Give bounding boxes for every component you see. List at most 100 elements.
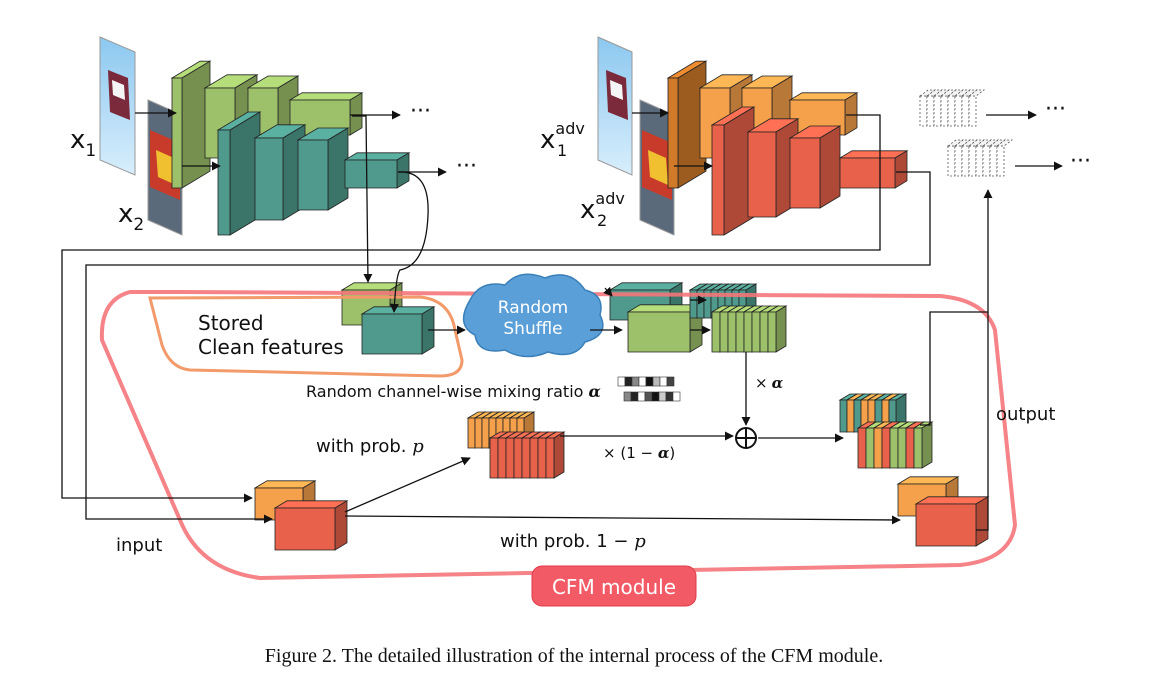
label-x1: x1 xyxy=(70,125,96,161)
alpha-bar-top-3 xyxy=(638,376,647,387)
mixed-bottom-stripe-7-front xyxy=(913,427,923,469)
alpha-bar-bottom-3 xyxy=(644,391,653,402)
white-stack-2-front-4 xyxy=(975,145,984,177)
bypass-red-block xyxy=(914,496,990,547)
orange-output-block-side xyxy=(844,92,858,136)
mixed-bottom-stripe-6-front xyxy=(905,427,915,469)
output-feature-stacks xyxy=(918,89,1014,177)
mixed-bottom-stripe-7 xyxy=(912,421,934,469)
alpha-bar-bottom-2 xyxy=(637,391,646,402)
red-layer-3-front xyxy=(789,137,821,209)
alpha-bar-top-0 xyxy=(617,376,626,387)
mixed-bottom-stripe-4-front xyxy=(889,427,899,469)
teal-output-block xyxy=(343,152,411,189)
white-stack-1-front-4 xyxy=(947,95,956,127)
cfm-module-badge: CFM module xyxy=(531,565,697,607)
prob-red-stripe-5-front xyxy=(529,437,539,479)
bypass-red-block-side xyxy=(975,496,989,547)
orange-output-block xyxy=(788,92,859,136)
teal-layer-3-front xyxy=(297,139,329,211)
red-layer-3-side xyxy=(819,125,841,209)
image-x1 xyxy=(99,36,136,176)
mixed-bottom-stripe-2-front xyxy=(873,427,883,469)
alpha-bar-bottom-5 xyxy=(658,391,667,402)
red-layer-2-front xyxy=(747,131,777,218)
shuffle-label-1: Random xyxy=(498,298,568,318)
ellipsis-clean-2: ··· xyxy=(456,154,477,179)
addition-operator xyxy=(735,427,757,449)
white-stack-1-top-7 xyxy=(967,89,986,97)
prob-red-stripe-3-front xyxy=(513,437,523,479)
white-stack-2-front-6 xyxy=(989,145,998,177)
alpha-bar-top-5 xyxy=(652,376,661,387)
white-stack-1-6 xyxy=(960,89,979,127)
red-output-block-front xyxy=(839,157,896,189)
teal-layer-2 xyxy=(253,124,307,221)
input-red-block-front xyxy=(274,507,336,551)
times-one-minus-alpha-label: × (1 − α) xyxy=(603,444,675,462)
prob-red-stripe-0-front xyxy=(489,437,499,479)
white-stack-1-front-6 xyxy=(961,95,970,127)
teal-output-block-front xyxy=(344,159,398,189)
mixed-bottom-stripe-7-side xyxy=(921,421,933,469)
label-x2: x2 xyxy=(118,199,144,235)
prob-orange-stripe-1-front xyxy=(474,417,483,449)
shuffle-label-2: Shuffle xyxy=(503,319,562,339)
alpha-bar-bottom-7 xyxy=(672,391,681,402)
with-prob-p-label: with prob. p xyxy=(316,436,424,457)
alpha-green-stripe-7-front xyxy=(767,311,777,353)
alpha-bar-top-1 xyxy=(624,376,633,387)
alpha-green-stripe-0-front xyxy=(711,311,721,353)
mixed-top-stripe-0-front xyxy=(839,399,848,433)
alpha-green-stripe-7 xyxy=(766,305,788,353)
prob-red-stripe-2-front xyxy=(505,437,515,479)
clean-network xyxy=(170,60,411,236)
output-label: output xyxy=(996,404,1055,425)
white-stack-2-5 xyxy=(981,139,1000,177)
prob-orange-stripe-2-front xyxy=(481,417,490,449)
alpha-bar-bottom-4 xyxy=(651,391,660,402)
ellipsis-clean-1: ··· xyxy=(410,99,431,124)
alpha-bar-bottom-0 xyxy=(623,391,632,402)
image-x1-adv xyxy=(597,36,633,176)
feature-blocks xyxy=(253,282,990,551)
orange-layer-1-front xyxy=(667,77,679,189)
bypass-red-block-front xyxy=(915,503,977,547)
input-label: input xyxy=(116,535,162,556)
stored-features-border xyxy=(148,295,464,378)
stored-teal-block xyxy=(360,306,436,355)
white-stack-1-7 xyxy=(967,89,986,127)
ellipsis-out-2: ··· xyxy=(1070,149,1091,174)
prob-red-stripe-4-front xyxy=(521,437,531,479)
mixed-bottom-stripe-5-front xyxy=(897,427,907,469)
alpha-ratio-bars xyxy=(617,376,681,402)
shuffled-green-block-front xyxy=(627,311,691,353)
times-alpha-label: ×α xyxy=(755,374,784,392)
white-stack-2-top-7 xyxy=(995,139,1014,147)
prob-red-stripe-7 xyxy=(544,431,566,479)
alpha-bar-bottom-1 xyxy=(630,391,639,402)
adversarial-network xyxy=(666,60,909,236)
alpha-bar-top-4 xyxy=(645,376,654,387)
input-red-block xyxy=(273,500,349,551)
mixed-bottom-stripe-0-front xyxy=(857,427,867,469)
white-stack-2-2 xyxy=(960,139,979,177)
input-red-block-side xyxy=(334,500,348,551)
white-stack-2-7 xyxy=(995,139,1014,177)
white-stack-2-front-0 xyxy=(947,145,956,177)
mixed-bottom-stripe-1-front xyxy=(865,427,875,469)
white-stack-1-front-5 xyxy=(954,95,963,127)
stored-label-1: Stored xyxy=(198,311,264,335)
random-shuffle-cloud: Random Shuffle xyxy=(462,273,604,358)
prob-red-stripe-1-front xyxy=(497,437,507,479)
teal-layer-2-front xyxy=(254,137,284,221)
white-stack-1-front-3 xyxy=(940,95,949,127)
stored-label-2: Clean features xyxy=(198,335,344,359)
alpha-bar-bottom-6 xyxy=(665,391,674,402)
mixed-top-stripe-1-front xyxy=(846,399,855,433)
prob-orange-stripe-0-front xyxy=(467,417,476,449)
alpha-bar-top-2 xyxy=(631,376,640,387)
alpha-bar-top-7 xyxy=(666,376,675,387)
